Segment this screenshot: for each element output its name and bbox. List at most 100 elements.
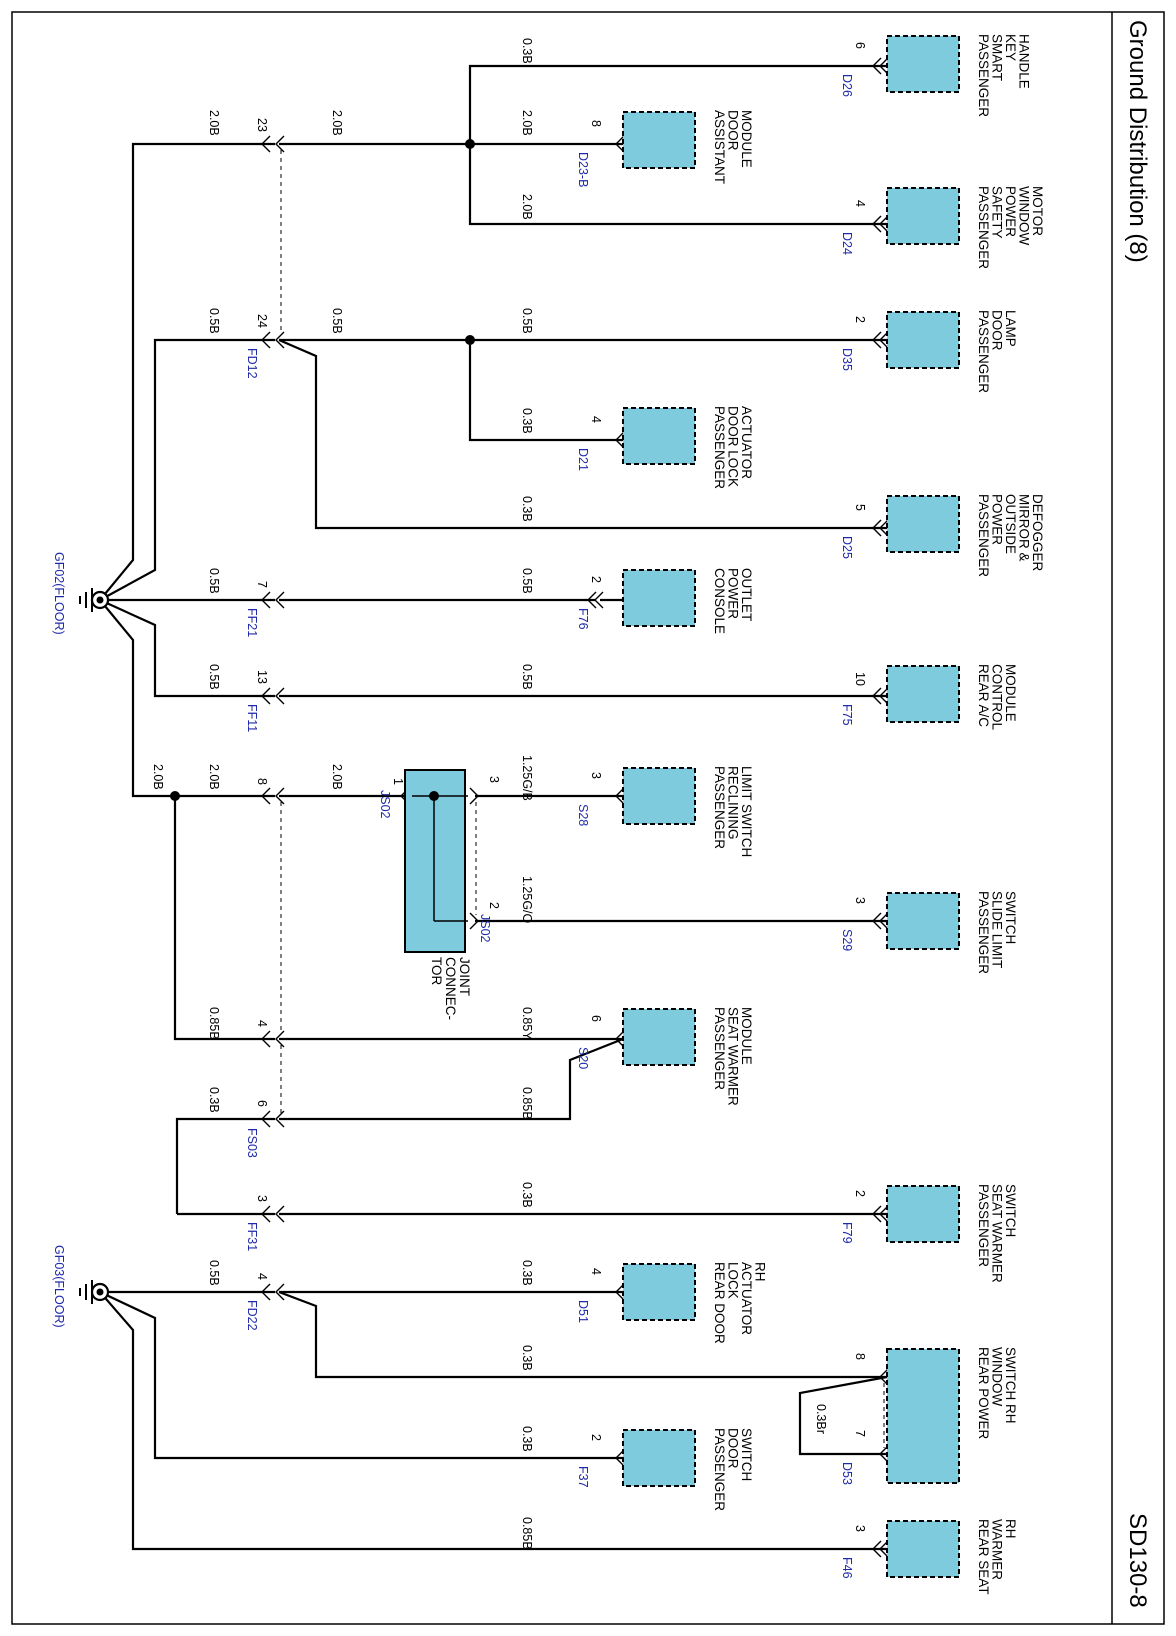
- page-frame: [11, 11, 1165, 1625]
- wire-gauge-label: 0.5B: [520, 664, 534, 690]
- inline-connector-name: FF31: [245, 1222, 259, 1251]
- component-pin: 7: [853, 1430, 867, 1437]
- component-label: SWITCH RH: [1003, 1347, 1018, 1424]
- component-connector: D23-B: [576, 152, 590, 187]
- component-label: RECLINING: [726, 766, 741, 840]
- component-connector: F75: [840, 704, 854, 726]
- component-box: [886, 665, 960, 723]
- wire-gauge-label: 2.0B: [520, 194, 534, 220]
- wire-gauge-label: 0.85Y: [520, 1007, 534, 1040]
- inline-pin: 23: [255, 118, 269, 132]
- inline-pin: 24: [255, 314, 269, 328]
- component-connector: S29: [840, 929, 854, 951]
- component-connector: D21: [576, 448, 590, 471]
- component-connector: S20: [576, 1047, 590, 1069]
- component-box: [886, 35, 960, 93]
- component-box: [622, 111, 696, 169]
- inline-pin: 7: [255, 581, 269, 588]
- component-connector: S28: [576, 804, 590, 826]
- component-box: [886, 187, 960, 245]
- component-pin: 5: [853, 504, 867, 511]
- inline-pin: 4: [255, 1273, 269, 1280]
- wire-gauge-label: 0.3B: [520, 1182, 534, 1208]
- wires: [99, 64, 888, 1551]
- component-label: REAR DOOR: [712, 1262, 727, 1344]
- component-box: [886, 892, 960, 950]
- component-label: ASSISTANT: [712, 110, 727, 184]
- page-number: SD130-8: [1124, 1513, 1151, 1608]
- wire-gauge-label: 2.0B: [330, 110, 344, 136]
- component-label: OUTSIDE: [1003, 494, 1018, 554]
- component-label: RH: [753, 1262, 768, 1282]
- component-label: DOOR: [726, 1428, 741, 1469]
- component-label: MOTOR: [1030, 186, 1045, 236]
- component-label: DEFOGGER: [1030, 494, 1045, 572]
- wire-gauge-label: 0.5B: [207, 1260, 221, 1286]
- wire-gauge-label: 0.3B: [520, 1260, 534, 1286]
- component-pin: 4: [589, 1268, 603, 1275]
- component-label: SAFETY: [990, 186, 1005, 239]
- component-label: POWER: [726, 568, 741, 619]
- wire-gauge-label: 0.5B: [330, 308, 344, 334]
- component-label: PASSENGER: [712, 1007, 727, 1090]
- component-box: [622, 407, 696, 465]
- component-connector: F46: [840, 1557, 854, 1579]
- component-pin: 4: [589, 416, 603, 423]
- component-label: POWER: [990, 494, 1005, 545]
- jc-pin-3: 3: [487, 776, 501, 783]
- ground-gf03: GF03(FLOOR): [52, 1245, 110, 1328]
- wire-gauge-label: 0.3Br: [814, 1404, 828, 1434]
- jc-connector-in: JS02: [378, 790, 392, 819]
- joint-connector-js02: JOINT CONNEC- TOR 1 JS02 3 2 JS02: [378, 769, 501, 1020]
- component-label: SEAT WARMER: [990, 1184, 1005, 1283]
- component-pin: 2: [853, 1190, 867, 1197]
- connector-dashes: [280, 150, 885, 1448]
- component-pin: 8: [853, 1353, 867, 1360]
- component-connector: F76: [576, 608, 590, 630]
- component-label: PASSENGER: [712, 1428, 727, 1511]
- inline-pin: 13: [255, 670, 269, 684]
- inline-connector-name: FF21: [245, 608, 259, 637]
- component-label: MODULE: [739, 110, 754, 168]
- inline-pin: 3: [255, 1195, 269, 1202]
- wire-gauge-label: 2.0B: [330, 764, 344, 790]
- wire-gauge-label: 0.3B: [520, 408, 534, 434]
- component-pin: 2: [589, 576, 603, 583]
- wire-gauge-label: 2.0B: [520, 110, 534, 136]
- component-label: PASSENGER: [976, 494, 991, 577]
- component-box: [622, 767, 696, 825]
- component-box: [886, 311, 960, 369]
- component-label: PASSENGER: [712, 766, 727, 849]
- wire-gauge-label: 0.5B: [207, 308, 221, 334]
- inline-connector-name: FD12: [245, 348, 259, 379]
- wire-gauge-label: 0.85B: [520, 1517, 534, 1550]
- component-label: REAR A/C: [976, 664, 991, 727]
- component-connector: D25: [840, 536, 854, 559]
- component-pin: 3: [853, 1525, 867, 1532]
- component-label: PASSENGER: [712, 406, 727, 489]
- component-pin: 2: [589, 1434, 603, 1441]
- wire-gauge-label: 0.3B: [520, 1426, 534, 1452]
- component-label: SWITCH: [1003, 891, 1018, 944]
- component-label: PASSENGER: [976, 1184, 991, 1267]
- component-label: HANDLE: [1017, 34, 1032, 89]
- component-label: LAMP: [1003, 310, 1018, 347]
- inline-pin: 8: [255, 778, 269, 785]
- component-label: MODULE: [1003, 664, 1018, 722]
- component-pin: 6: [589, 1015, 603, 1022]
- ground-gf02: GF02(FLOOR): [52, 552, 110, 635]
- inline-connector-name: FS03: [245, 1128, 259, 1158]
- component-label: MIRROR &: [1017, 494, 1032, 562]
- component-box: [886, 495, 960, 553]
- component-pin: 8: [589, 120, 603, 127]
- jc-label-2: CONNEC-: [443, 957, 458, 1020]
- component-label: SWITCH: [739, 1428, 754, 1481]
- component-pin: 4: [853, 200, 867, 207]
